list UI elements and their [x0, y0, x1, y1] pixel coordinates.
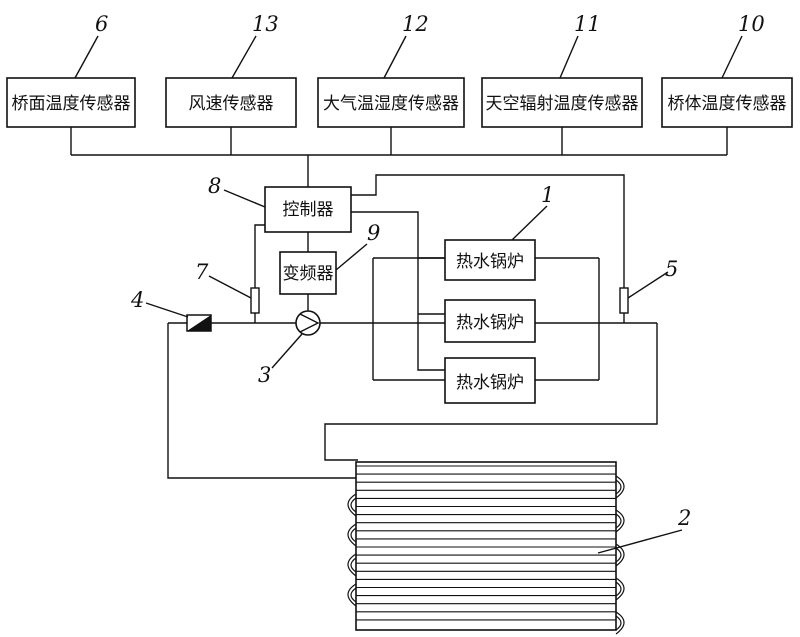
- pump-arrow: [299, 313, 320, 333]
- label-number-9: 9: [367, 221, 380, 245]
- coil-bend-right: [615, 611, 625, 635]
- label-number-1: 1: [541, 183, 554, 207]
- main-pipe: [167, 322, 658, 479]
- heating-coil-bends: [347, 475, 625, 635]
- pump-circle: [295, 310, 321, 336]
- label-number-10: 10: [738, 12, 765, 36]
- leader-10: [721, 35, 743, 79]
- temp-sensor-return: [619, 287, 629, 323]
- valve-fill: [187, 315, 211, 331]
- leader-6: [74, 35, 99, 79]
- controller: 控制器: [264, 186, 352, 233]
- controller-label: 控制器: [283, 200, 334, 220]
- sensor-air-temp-humidity-box: [317, 77, 465, 128]
- heating-coil-tubes: [356, 465, 616, 621]
- sensor-bus: [70, 127, 728, 187]
- boiler-middle-box: [444, 299, 536, 343]
- heating-coil: [347, 461, 625, 635]
- leader-3: [271, 333, 303, 369]
- sensor-wind-speed: 风速传感器: [165, 77, 297, 128]
- sensor-bridge-surface-box: [6, 77, 136, 128]
- heating-coil-frame: [355, 461, 617, 631]
- coil-bend-left: [347, 583, 357, 607]
- boiler-top-box: [444, 239, 536, 281]
- inverter-label: 变频器: [283, 264, 334, 284]
- label-number-7: 7: [195, 260, 209, 284]
- label-number-12: 12: [402, 12, 429, 36]
- coil-bend-left: [347, 523, 357, 547]
- sensor-wind-speed-label: 风速传感器: [189, 94, 274, 114]
- leader-5: [627, 271, 669, 299]
- leader-8: [223, 189, 266, 208]
- sensor-sky-radiation-label: 天空辐射温度传感器: [486, 94, 639, 114]
- pump: [295, 310, 321, 336]
- sensor-wind-speed-box: [165, 77, 297, 128]
- sensor-sky-radiation: 天空辐射温度传感器: [481, 77, 643, 128]
- boiler-middle-label: 热水锅炉: [456, 313, 524, 333]
- coil-bend-left: [347, 493, 357, 517]
- coil-bend-right: [615, 475, 625, 499]
- boiler-middle: 热水锅炉: [444, 299, 536, 343]
- coil-bend-right: [615, 577, 625, 601]
- leader-1: [511, 205, 548, 241]
- valve: [186, 314, 212, 332]
- leader-9: [335, 243, 368, 271]
- boiler-top-label: 热水锅炉: [456, 252, 524, 272]
- control-wires: [254, 174, 625, 371]
- coil-bend-right: [615, 543, 625, 567]
- controller-box: [264, 186, 352, 233]
- label-number-5: 5: [665, 257, 678, 281]
- coil-bend-right: [615, 509, 625, 533]
- inverter: 变频器: [279, 251, 337, 295]
- sensor-air-temp-humidity: 大气温湿度传感器: [317, 77, 465, 128]
- leader-7: [208, 275, 252, 299]
- label-number-6: 6: [95, 12, 108, 36]
- sensor-bridge-body: 桥体温度传感器: [661, 77, 793, 128]
- sensor-sky-radiation-box: [481, 77, 643, 128]
- boiler-bottom: 热水锅炉: [444, 357, 536, 404]
- leader-4: [145, 302, 189, 318]
- sensor-bridge-body-label: 桥体温度传感器: [668, 94, 787, 114]
- boiler-bottom-label: 热水锅炉: [456, 373, 524, 393]
- sensor-bridge-surface: 桥面温度传感器: [6, 77, 136, 128]
- label-number-8: 8: [208, 174, 221, 198]
- sensor-air-temp-humidity-label: 大气温湿度传感器: [323, 94, 459, 114]
- label-number-2: 2: [677, 506, 691, 530]
- leader-2: [597, 529, 683, 554]
- leader-12: [383, 35, 407, 79]
- boiler-top: 热水锅炉: [444, 239, 536, 281]
- label-number-4: 4: [130, 288, 144, 312]
- label-number-11: 11: [574, 12, 601, 36]
- boiler-manifold: [372, 257, 600, 381]
- label-number-13: 13: [252, 12, 279, 36]
- temp-sensor-supply: [250, 287, 260, 323]
- inverter-box: [279, 251, 337, 295]
- coil-bend-left: [347, 553, 357, 577]
- leader-11: [559, 35, 579, 79]
- sensor-bridge-surface-label: 桥面温度传感器: [12, 94, 131, 114]
- leader-13: [231, 35, 257, 79]
- label-number-3: 3: [258, 363, 271, 387]
